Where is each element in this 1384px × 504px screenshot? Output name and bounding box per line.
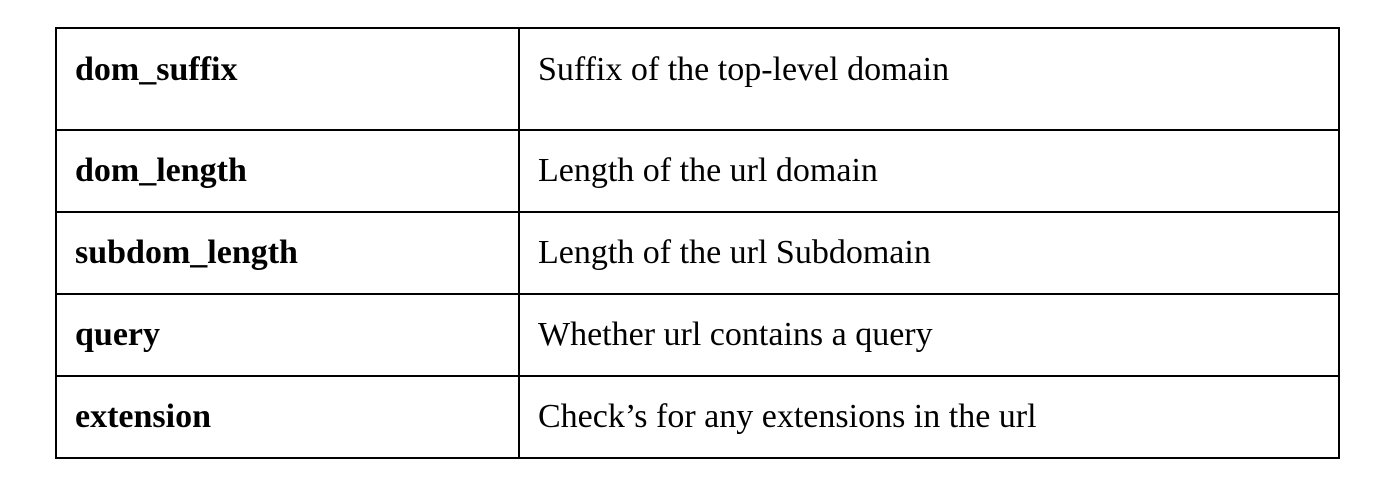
table-row: extension Check’s for any extensions in … [55, 375, 1340, 459]
table-body: dom_suffix Suffix of the top-level domai… [55, 27, 1340, 459]
table-row: dom_suffix Suffix of the top-level domai… [55, 27, 1340, 131]
feature-description-cell: Length of the url Subdomain [518, 211, 1340, 295]
table-row: subdom_length Length of the url Subdomai… [55, 211, 1340, 295]
feature-name-cell: query [55, 293, 520, 377]
feature-description-table: dom_suffix Suffix of the top-level domai… [55, 27, 1340, 459]
table-row: dom_length Length of the url domain [55, 129, 1340, 213]
feature-description-cell: Suffix of the top-level domain [518, 27, 1340, 131]
table-row: query Whether url contains a query [55, 293, 1340, 377]
feature-name-cell: dom_length [55, 129, 520, 213]
feature-name-cell: extension [55, 375, 520, 459]
feature-description-cell: Length of the url domain [518, 129, 1340, 213]
feature-description-cell: Check’s for any extensions in the url [518, 375, 1340, 459]
feature-description-cell: Whether url contains a query [518, 293, 1340, 377]
feature-name-cell: dom_suffix [55, 27, 520, 131]
feature-name-cell: subdom_length [55, 211, 520, 295]
